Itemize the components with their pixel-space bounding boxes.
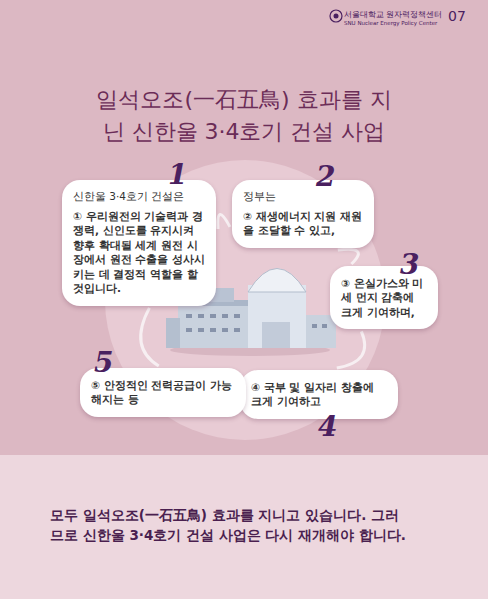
ring-connector bbox=[141, 308, 159, 366]
caption: 모두 일석오조(一石五鳥) 효과를 지니고 있습니다. 그러므로 신한울 3·4… bbox=[50, 505, 450, 546]
box-heading: 신한울 3·4호기 건설은 bbox=[73, 190, 205, 204]
box-body: ⑤ 안정적인 전력공급이 가능해지는 등 bbox=[91, 378, 235, 407]
box-body: ③ 온실가스와 미세 먼지 감축에 크게 기여하며, bbox=[341, 276, 427, 319]
bottom-band bbox=[0, 455, 488, 599]
logo bbox=[334, 14, 339, 19]
ring-connector bbox=[337, 331, 365, 368]
box-body: ② 재생에너지 지원 재원을 조달할 수 있고, bbox=[243, 209, 363, 238]
ring-connector bbox=[338, 249, 359, 264]
title: 일석오조(一石五鳥) 효과를 지닌 신한울 3·4호기 건설 사업 bbox=[79, 84, 409, 148]
box-body: ① 우리원전의 기술력과 경쟁력, 신인도를 유지시켜 향후 확대될 세계 원전… bbox=[73, 209, 205, 296]
box-body: ④ 국부 및 일자리 창출에 크게 기여하고 bbox=[251, 380, 387, 409]
callout-number: 5 bbox=[94, 346, 113, 379]
header-text: 서울대학교 원자력정책센터 bbox=[344, 10, 442, 20]
callout-number: 1 bbox=[168, 158, 187, 191]
text-box: ③ 온실가스와 미세 먼지 감축에 크게 기여하며, bbox=[330, 266, 438, 329]
callout-number: 2 bbox=[316, 160, 335, 193]
header-subtext: SNU Nuclear Energy Policy Center bbox=[344, 20, 437, 26]
ring-connector bbox=[218, 214, 230, 229]
box-heading: 정부는 bbox=[243, 190, 363, 204]
text-box: 신한울 3·4호기 건설은 ① 우리원전의 기술력과 경쟁력, 신인도를 유지시켜… bbox=[62, 180, 216, 306]
logo bbox=[330, 10, 342, 22]
text-box: 정부는 ② 재생에너지 지원 재원을 조달할 수 있고, bbox=[232, 180, 374, 248]
page-number: 07 bbox=[448, 8, 466, 24]
callout-number: 4 bbox=[318, 410, 337, 443]
callout-number: 3 bbox=[400, 248, 419, 281]
